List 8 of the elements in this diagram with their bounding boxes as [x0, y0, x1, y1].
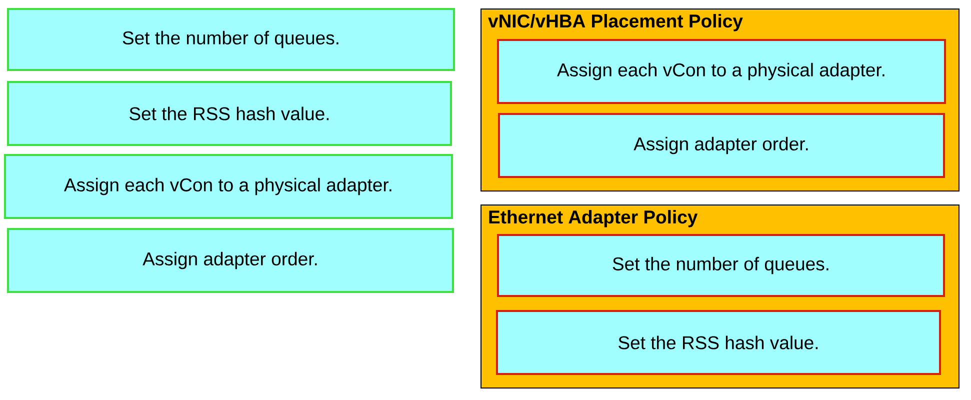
- option-box: Assign each vCon to a physical adapter.: [4, 154, 453, 219]
- policy-item-box: Set the RSS hash value.: [496, 310, 941, 375]
- policy-item-box: Assign each vCon to a physical adapter.: [497, 39, 946, 104]
- option-box: Set the number of queues.: [7, 8, 455, 71]
- option-box: Set the RSS hash value.: [7, 81, 452, 146]
- option-box: Assign adapter order.: [7, 228, 454, 293]
- policy-item-box: Assign adapter order.: [498, 113, 945, 178]
- policy-item-box: Set the number of queues.: [497, 234, 945, 297]
